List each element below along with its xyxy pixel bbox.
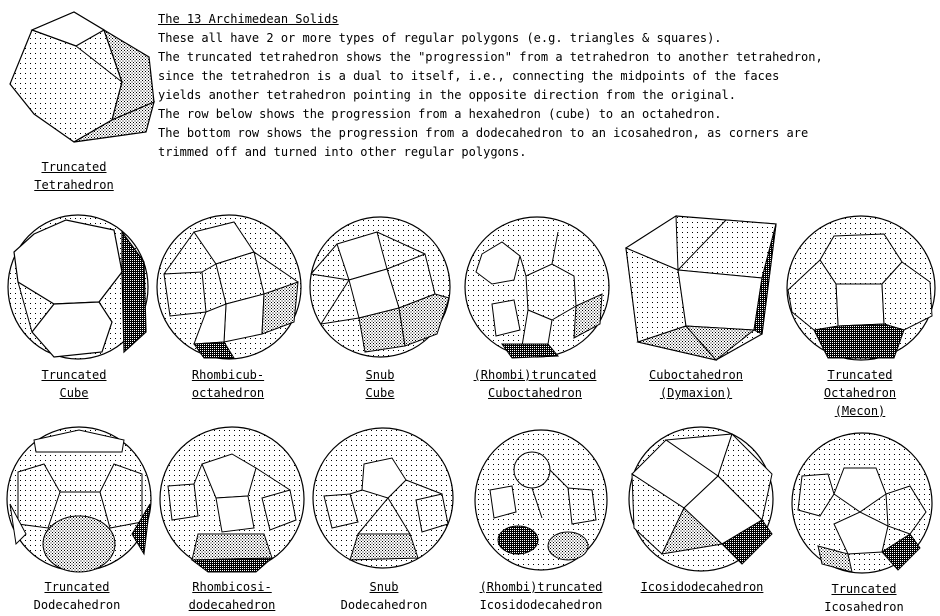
cuboctahedron-label: Cuboctahedron (Dymaxion) xyxy=(636,366,756,402)
intro-line: The bottom row shows the progression fro… xyxy=(158,124,933,143)
rhombitruncated-icosidodecahedron-label: (Rhombi)truncated Icosidodecahedron xyxy=(462,578,620,614)
rhombicuboctahedron-figure xyxy=(154,212,304,362)
truncated-cube-figure xyxy=(4,212,152,362)
intro-line: The truncated tetrahedron shows the "pro… xyxy=(158,48,933,67)
icosidodecahedron-label: Icosidodecahedron xyxy=(624,578,780,596)
intro-line: since the tetrahedron is a dual to itsel… xyxy=(158,67,933,86)
snub-cube-figure xyxy=(307,214,453,360)
truncated-icosahedron-label: Truncated Icosahedron xyxy=(808,580,920,616)
icosidodecahedron-figure xyxy=(622,424,780,574)
rhombicosidodecahedron-label: Rhombicosi- dodecahedron xyxy=(170,578,294,614)
intro-text: The 13 Archimedean Solids These all have… xyxy=(158,10,933,162)
intro-line: These all have 2 or more types of regula… xyxy=(158,29,933,48)
intro-line: The row below shows the progression from… xyxy=(158,105,933,124)
snub-cube-label: Snub Cube xyxy=(326,366,434,402)
truncated-octahedron-label: Truncated Octahedron (Mecon) xyxy=(800,366,920,420)
intro-line: yields another tetrahedron pointing in t… xyxy=(158,86,933,105)
truncated-tetrahedron-label: Truncated Tetrahedron xyxy=(20,158,128,194)
snub-dodecahedron-figure xyxy=(310,424,456,572)
rhombicosidodecahedron-figure xyxy=(158,424,306,574)
page-title: The 13 Archimedean Solids xyxy=(158,10,933,29)
truncated-tetrahedron-figure xyxy=(4,2,156,152)
truncated-cube-label: Truncated Cube xyxy=(20,366,128,402)
truncated-octahedron-figure xyxy=(784,212,938,364)
rhombitruncated-cuboctahedron-label: (Rhombi)truncated Cuboctahedron xyxy=(460,366,610,402)
truncated-dodecahedron-label: Truncated Dodecahedron xyxy=(14,578,140,614)
intro-line: trimmed off and turned into other regula… xyxy=(158,143,933,162)
truncated-icosahedron-figure xyxy=(788,428,936,578)
rhombitruncated-cuboctahedron-figure xyxy=(462,214,612,360)
snub-dodecahedron-label: Snub Dodecahedron xyxy=(326,578,442,614)
rhombitruncated-icosidodecahedron-figure xyxy=(472,428,610,572)
rhombicuboctahedron-label: Rhombicub- octahedron xyxy=(172,366,284,402)
truncated-dodecahedron-figure xyxy=(4,424,154,574)
cuboctahedron-figure xyxy=(616,206,782,366)
